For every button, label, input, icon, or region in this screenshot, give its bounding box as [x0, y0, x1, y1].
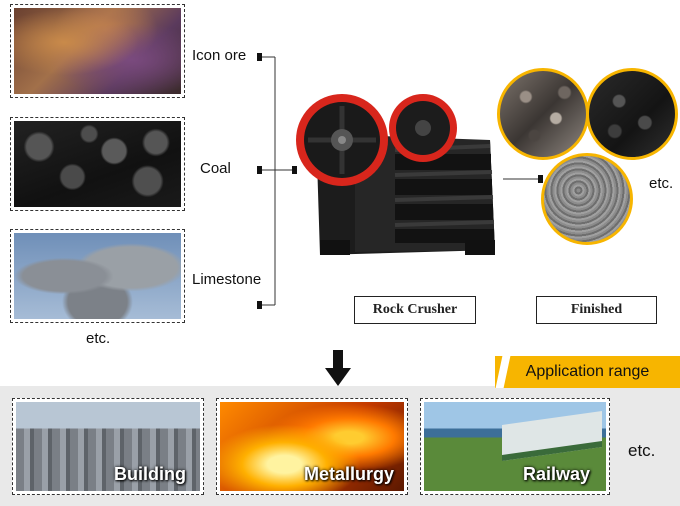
input-bracket-connector	[257, 53, 297, 309]
train-shape	[502, 410, 602, 462]
inputs-etc-label: etc.	[86, 330, 111, 347]
finished-label: Finished	[536, 296, 657, 324]
rock-crusher-label: Rock Crusher	[354, 296, 476, 324]
railway-image: Railway	[420, 398, 610, 495]
coal-image	[10, 117, 185, 211]
finished-gravel-image-2	[586, 68, 678, 160]
application-range-title: Application range	[525, 363, 650, 380]
rock-crusher-illustration	[296, 94, 495, 255]
limestone-image	[10, 229, 185, 323]
building-image: Building	[12, 398, 204, 495]
application-label-metallurgy: Metallurgy	[303, 464, 394, 484]
application-label-railway: Railway	[522, 464, 590, 484]
metallurgy-image: Metallurgy	[216, 398, 408, 495]
applications-etc-label: etc.	[628, 441, 656, 460]
finished-gravel-image-1	[497, 68, 589, 160]
input-label-limestone: Limestone	[192, 271, 262, 288]
application-range-banner: Application range	[495, 356, 680, 388]
output-connector	[503, 175, 543, 183]
iron-ore-image	[10, 4, 185, 98]
input-label-iron-ore: Icon ore	[192, 47, 247, 64]
arrow-down-icon	[325, 350, 351, 386]
finished-gravel-image-3	[541, 153, 633, 245]
finished-etc-label: etc.	[649, 175, 674, 192]
input-label-coal: Coal	[200, 160, 231, 177]
application-label-building: Building	[114, 464, 186, 484]
